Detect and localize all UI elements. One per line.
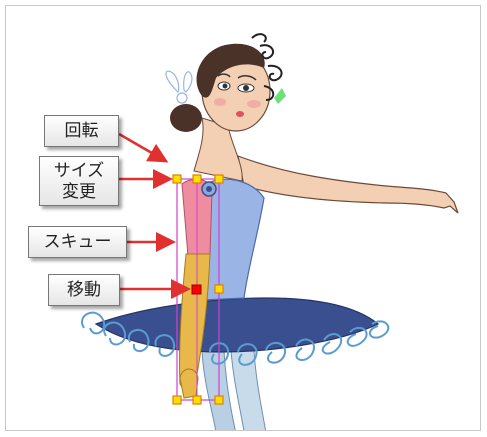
pivot-handle[interactable] [191, 284, 202, 295]
ballerina-illustration [81, 33, 459, 430]
hair-curls [251, 33, 283, 101]
handle-middle-right[interactable] [214, 284, 224, 294]
neck-chest [193, 117, 243, 182]
arrow-rotate [118, 132, 169, 163]
callout-skew: スキュー [28, 226, 127, 258]
rotation-handle[interactable] [201, 181, 217, 197]
callout-move: 移動 [48, 274, 120, 306]
callout-rotate: 回転 [44, 115, 119, 147]
handle-top-right[interactable] [214, 174, 224, 184]
callout-skew-label: スキュー [43, 232, 112, 252]
handle-top-center[interactable] [192, 174, 202, 184]
callout-rotate-label: 回転 [64, 121, 99, 141]
handle-bottom-left[interactable] [172, 395, 182, 405]
callout-scale-label-line2: 変更 [62, 182, 96, 202]
handle-bottom-center[interactable] [192, 395, 202, 405]
leg-right [230, 350, 267, 430]
callout-scale: サイズ 変更 [39, 156, 119, 206]
green-sparkle [274, 88, 286, 104]
outstretched-arm [237, 155, 459, 214]
hair-ornament [165, 70, 193, 104]
bodice [203, 178, 265, 301]
handle-bottom-right[interactable] [214, 395, 224, 405]
handle-top-left[interactable] [172, 174, 182, 184]
face-details [214, 73, 261, 117]
hair [196, 43, 265, 98]
tutu-skirt [94, 297, 380, 353]
callout-scale-label-line1: サイズ [53, 161, 105, 181]
callout-move-label: 移動 [67, 280, 101, 300]
illustration-frame: 回転 サイズ 変更 スキュー 移動 [5, 5, 481, 431]
hand [179, 368, 199, 399]
hair-bun [170, 104, 202, 132]
